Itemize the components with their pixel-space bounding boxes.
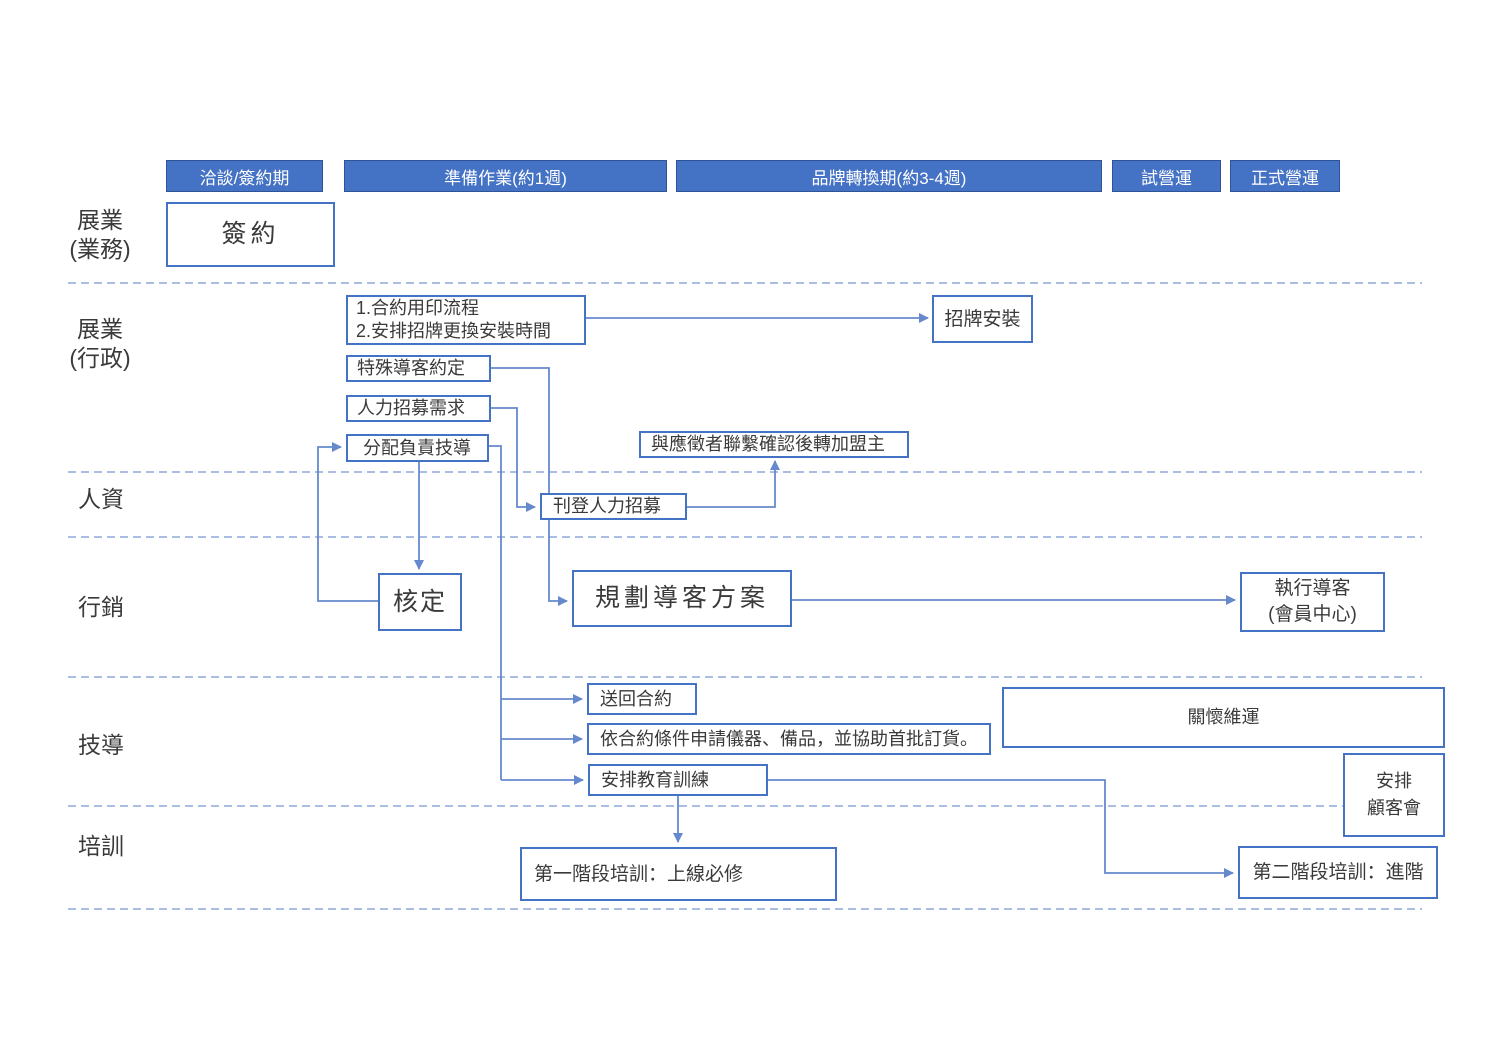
box-arrange-education-training: 安排教育訓練 (588, 764, 768, 796)
box-special-guide-agreement: 特殊導客約定 (346, 355, 491, 382)
arrow-arrangetraining-to-stage2 (768, 779, 1234, 878)
box-plan-guide-program: 規劃導客方案 (572, 570, 792, 627)
box-apply-equipment-first-order: 依合約條件申請儀器、備品，並協助首批訂貨。 (587, 723, 991, 755)
box-sign-contract: 簽約 (166, 202, 335, 267)
box-hr-recruit-need: 人力招募需求 (346, 395, 491, 422)
arrow-specialguide-to-planguide (491, 367, 568, 606)
phase-bar-trial-run: 試營運 (1112, 160, 1221, 192)
phase-bar-negotiation: 洽談/簽約期 (166, 160, 323, 192)
phase-bar-official-run: 正式營運 (1230, 160, 1340, 192)
box-post-recruitment: 刊登人力招募 (540, 493, 687, 520)
lane-label-sales-admin: 展業 (行政) (69, 316, 131, 371)
lane-dividers (68, 282, 1422, 910)
box-arrange-customer-meeting: 安排 顧客會 (1343, 753, 1445, 837)
box-training-stage1-required: 第一階段培訓：上線必修 (520, 847, 837, 901)
lane-label-training: 培訓 (78, 833, 124, 859)
box-training-stage2-advanced: 第二階段培訓：進階 (1238, 846, 1438, 899)
arrow-postrecruit-to-contactapplicant (687, 460, 780, 508)
phase-bar-brand-transition: 品牌轉換期(約3-4週) (676, 160, 1102, 192)
arrow-hrneed-to-postrecruit (491, 407, 536, 512)
lane-label-hr: 人資 (78, 486, 124, 512)
box-assign-tech-guide: 分配負責技導 (346, 434, 489, 462)
stem-assigntech-down (489, 445, 502, 780)
box-return-contract: 送回合約 (587, 683, 697, 715)
connector-arrows (317, 313, 1236, 878)
lane-label-tech-guidance: 技導 (78, 732, 124, 758)
box-sign-installation: 招牌安裝 (932, 295, 1033, 343)
box-execute-guide-member-center: 執行導客 (會員中心) (1240, 572, 1385, 632)
box-contact-applicant: 與應徵者聯繫確認後轉加盟主 (639, 431, 909, 458)
phase-bar-preparation: 準備作業(約1週) (344, 160, 667, 192)
lane-label-marketing: 行銷 (78, 594, 124, 620)
box-care-operations: 關懷維運 (1002, 687, 1445, 748)
lane-label-sales-business: 展業 (業務) (69, 207, 131, 262)
box-approve: 核定 (378, 573, 462, 631)
arrow-approve-to-assigntech (317, 442, 378, 602)
box-contract-print-process: 1.合約用印流程 2.安排招牌更換安裝時間 (346, 295, 586, 345)
